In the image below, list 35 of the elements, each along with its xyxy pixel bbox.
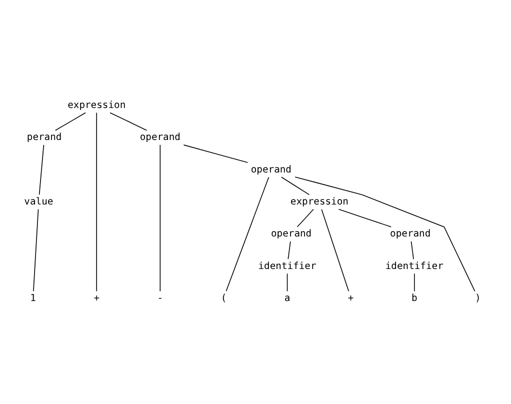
connector — [160, 144, 161, 292]
node-text: b — [411, 293, 418, 304]
connector — [414, 273, 415, 292]
connector — [38, 144, 44, 196]
connector — [410, 241, 414, 260]
connector — [286, 273, 288, 292]
node-text: ( — [220, 293, 227, 304]
node-text: operand — [270, 228, 312, 240]
connector — [226, 176, 270, 292]
node-text: expression — [290, 196, 348, 208]
connector — [321, 208, 350, 292]
node-text: operand — [250, 164, 292, 176]
connector — [183, 144, 248, 163]
connector — [54, 112, 86, 131]
node-text: ) — [475, 293, 481, 304]
node-text: value — [24, 196, 54, 208]
connector — [296, 208, 314, 228]
connector — [338, 208, 392, 228]
node-text: a — [284, 293, 290, 304]
connector — [288, 241, 291, 260]
connector — [33, 208, 39, 292]
node-text: perand — [26, 132, 62, 144]
node-text: + — [348, 293, 354, 304]
connector — [110, 112, 148, 131]
node-text: operand — [390, 228, 431, 240]
connector — [294, 176, 476, 292]
node-text: identifier — [385, 260, 444, 272]
connector — [96, 112, 98, 292]
node-text: identifier — [258, 260, 316, 272]
node-text: 1 — [30, 293, 36, 304]
connector — [281, 176, 310, 196]
node-text: operand — [140, 132, 180, 144]
node-text: - — [157, 293, 164, 304]
node-text: expression — [68, 100, 126, 111]
node-text: + — [94, 293, 100, 304]
